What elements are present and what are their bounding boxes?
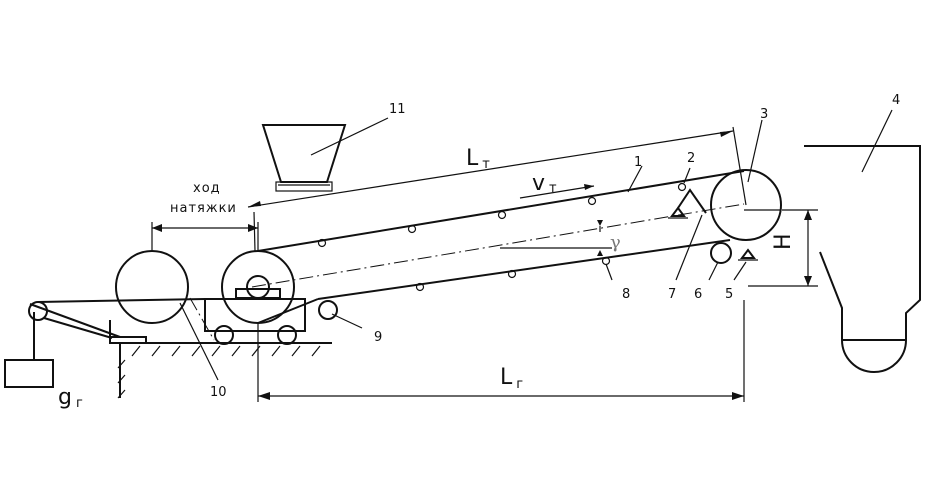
snub-roller (710, 242, 732, 264)
incline-angle (500, 220, 612, 256)
label-6: 6 (694, 287, 702, 302)
label-2: 2 (687, 151, 695, 166)
horizontal-length-dimension (257, 300, 745, 402)
take-up-carriage (204, 298, 306, 345)
label-11: 11 (389, 102, 406, 117)
scraper (677, 188, 707, 214)
label-9: 9 (374, 330, 382, 345)
receiving-bunker (804, 145, 921, 373)
take-up-label-line2: натяжки (170, 201, 237, 216)
take-up-dimension (151, 222, 259, 252)
take-up-label-line1: ход (193, 181, 221, 196)
belt-speed-arrow (519, 184, 595, 199)
counterweight (4, 298, 206, 388)
label-10: 10 (210, 385, 227, 400)
label-5: 5 (725, 287, 733, 302)
label-leaders (179, 109, 893, 381)
label-3: 3 (760, 107, 768, 122)
head-pulley (710, 169, 782, 241)
conveyor-belt (189, 170, 745, 341)
bearing-support-2 (668, 206, 688, 219)
bearing-support-5 (738, 248, 758, 261)
label-1: 1 (634, 155, 642, 170)
angle-label: γ (610, 232, 621, 253)
label-8: 8 (622, 287, 630, 302)
idler-rollers (317, 182, 687, 292)
deflecting-roller (318, 300, 338, 320)
left-pulley (115, 250, 189, 324)
height-dimension (748, 209, 818, 287)
belt-length-dimension (247, 126, 747, 252)
label-7: 7 (668, 287, 676, 302)
loading-hopper (261, 124, 347, 192)
height-label: H (771, 233, 796, 250)
label-4: 4 (892, 93, 900, 108)
